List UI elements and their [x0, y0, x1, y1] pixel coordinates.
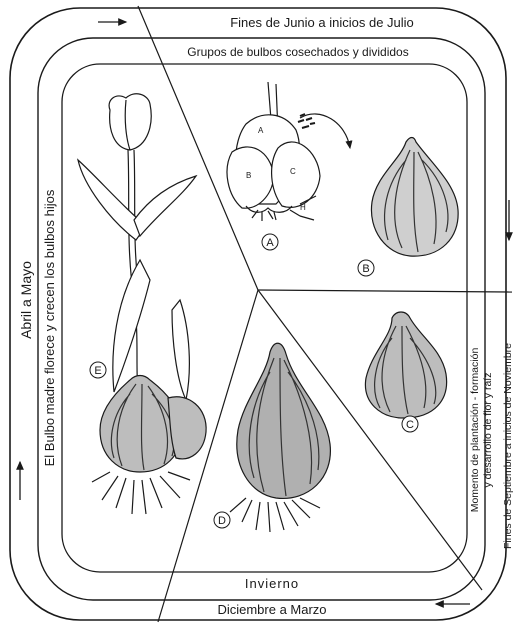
bulb-part-c: C — [290, 167, 296, 176]
label-left-inner: El Bulbo madre florece y crecen los bulb… — [42, 189, 57, 466]
bulb-part-h: H — [300, 203, 306, 212]
tulip-leaf-far-right — [172, 300, 189, 400]
tulip-daughter-bulb — [168, 397, 206, 459]
stage-marker-c: C — [402, 416, 418, 432]
label-bottom-inner: Invierno — [245, 576, 299, 591]
stage-marker-e: E — [90, 362, 106, 378]
stage-marker-a: A — [262, 234, 278, 250]
label-bottom-outer: Diciembre a Marzo — [217, 602, 326, 617]
stage-marker-d-label: D — [218, 515, 226, 527]
cycle-arrows — [20, 22, 509, 604]
label-right-outer: Fines de Septiembre a inicios de Noviemb… — [502, 343, 514, 549]
bulb-part-a: A — [258, 126, 264, 135]
divider-right — [258, 290, 512, 292]
tulip-roots — [92, 472, 190, 514]
stage-marker-e-label: E — [94, 365, 101, 377]
label-right-inner-line1: Momento de plantación - formación — [469, 348, 481, 513]
label-top-outer: Fines de Junio a inicios de Julio — [230, 15, 414, 30]
stage-e-illustration — [78, 94, 206, 514]
stage-c-illustration — [365, 312, 446, 418]
label-right-inner-line2: y desarrollo de flor y raíz — [482, 373, 494, 488]
label-top-inner: Grupos de bulbos cosechados y divididos — [187, 45, 408, 59]
bulb-a-hatching — [298, 114, 315, 128]
stage-marker-a-label: A — [266, 237, 274, 249]
outer-frame — [10, 8, 506, 620]
label-left-outer: Abril a Mayo — [18, 261, 34, 339]
bulb-d-roots — [230, 498, 320, 532]
stage-marker-b-label: B — [362, 263, 369, 275]
sector-lines — [138, 6, 512, 622]
stage-a-illustration — [227, 82, 350, 221]
stage-d-illustration — [230, 343, 330, 532]
stage-marker-b: B — [358, 260, 374, 276]
tulip-leaf-right — [134, 176, 196, 236]
stage-marker-d: D — [214, 512, 230, 528]
tulip-leaf-left — [78, 160, 146, 240]
bulb-part-b: B — [246, 171, 251, 180]
stage-b-illustration — [371, 138, 458, 257]
stage-marker-c-label: C — [406, 419, 414, 431]
tulip-flower — [109, 94, 151, 150]
tulip-leaf-long — [113, 260, 150, 392]
